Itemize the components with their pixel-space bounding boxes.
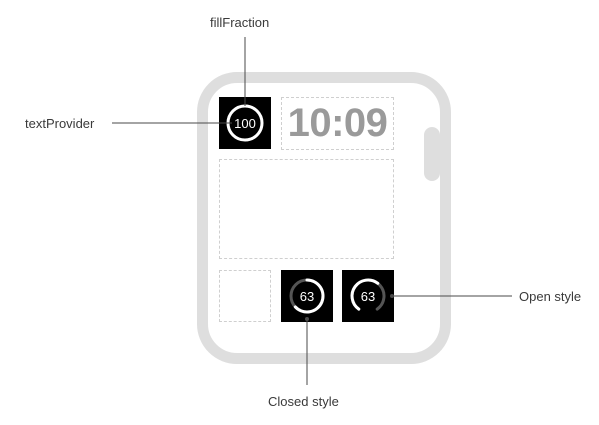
callout-open-style: Open style bbox=[519, 289, 582, 304]
empty-complication-slot bbox=[219, 270, 271, 322]
open-style-leader-dot bbox=[390, 294, 394, 298]
large-complication-slot bbox=[219, 159, 394, 259]
callout-closed-style: Closed style bbox=[268, 394, 339, 409]
gauge-ring-closed bbox=[289, 278, 325, 314]
gauge-value-100: 100 bbox=[234, 116, 256, 131]
digital-crown bbox=[424, 127, 440, 181]
time-slot bbox=[281, 97, 394, 150]
gauge-value-open: 63 bbox=[361, 289, 375, 304]
watch-case bbox=[197, 72, 451, 364]
closed-style-leader-dot bbox=[305, 317, 309, 321]
gauge-value-closed: 63 bbox=[300, 289, 314, 304]
gauge-ring-open bbox=[350, 278, 386, 311]
time-display: 10:09 bbox=[287, 101, 388, 145]
callout-fill-fraction: fillFraction bbox=[210, 15, 270, 30]
callout-text-provider: textProvider bbox=[25, 116, 95, 131]
